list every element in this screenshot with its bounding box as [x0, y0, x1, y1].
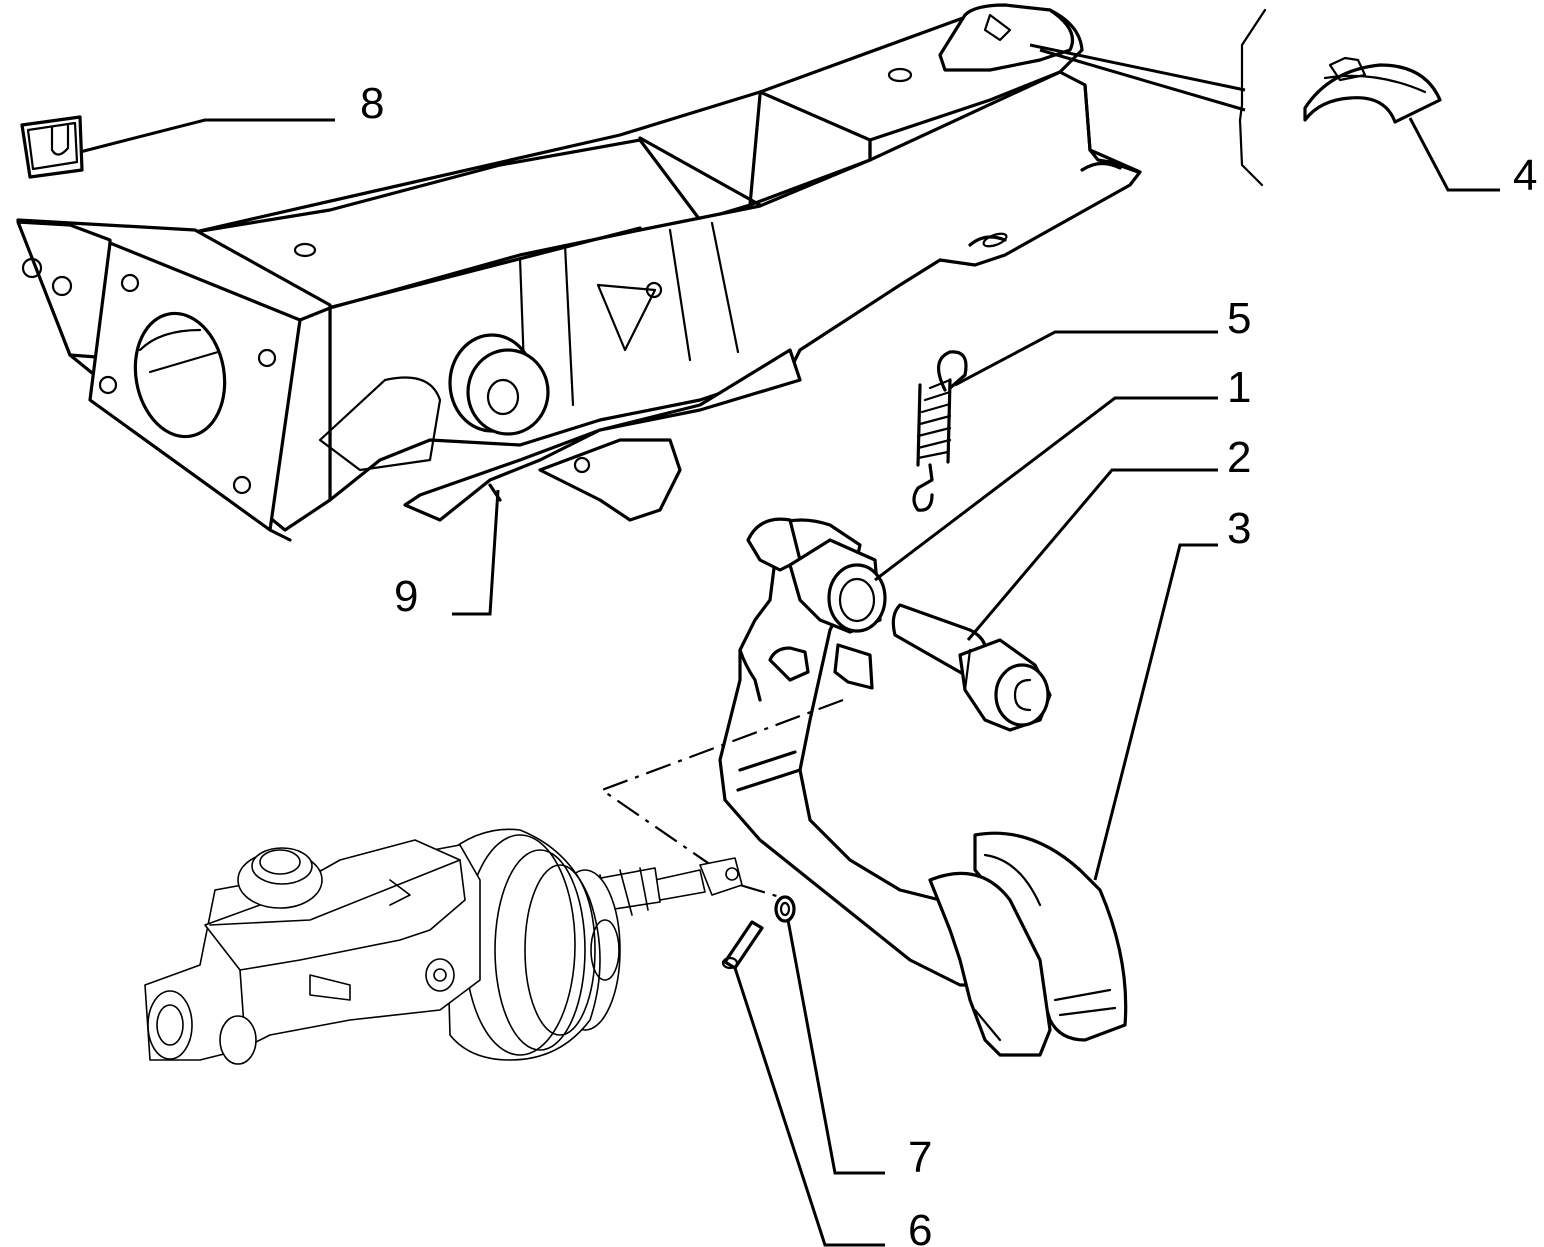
callout-1: 1 [1227, 363, 1251, 412]
clevis-pin-part-6 [721, 920, 764, 970]
callout-4: 4 [1513, 151, 1537, 200]
leader-6 [733, 967, 885, 1247]
leader-4c [1039, 48, 1246, 112]
leader-4 [1408, 117, 1500, 192]
leader-7 [786, 919, 885, 1175]
leader-8 [79, 118, 335, 154]
leader-lines [79, 43, 1500, 1247]
pedal-arm-part-1 [718, 517, 1002, 987]
leader-1 [874, 396, 1218, 582]
leader-3 [1093, 543, 1218, 881]
pedal-support-bracket [16, 3, 1142, 542]
leader-9 [452, 489, 500, 616]
leader-4b [1029, 43, 1246, 92]
pedal-pad-part-3 [928, 831, 1128, 1057]
brake-servo-assembly [144, 828, 743, 1065]
callout-8: 8 [360, 79, 384, 128]
callout-6: 6 [908, 1206, 932, 1247]
bushing-part-4 [1303, 56, 1442, 124]
callout-7: 7 [908, 1133, 932, 1182]
callout-3: 3 [1227, 504, 1251, 553]
callout-9: 9 [394, 572, 418, 621]
pivot-pin-part-2 [891, 603, 1052, 732]
leader-5 [954, 330, 1218, 387]
clip-nut-part-8 [20, 115, 84, 179]
leader-2 [966, 468, 1218, 641]
washer-part-7 [774, 895, 796, 923]
assembly-dash-line [599, 698, 844, 902]
callout-labels: 1 2 3 4 5 6 7 8 9 [360, 79, 1537, 1247]
callout-5: 5 [1227, 294, 1251, 343]
callout-2: 2 [1227, 433, 1251, 482]
break-lines [1238, 8, 1267, 187]
return-spring-part-5 [912, 350, 968, 512]
